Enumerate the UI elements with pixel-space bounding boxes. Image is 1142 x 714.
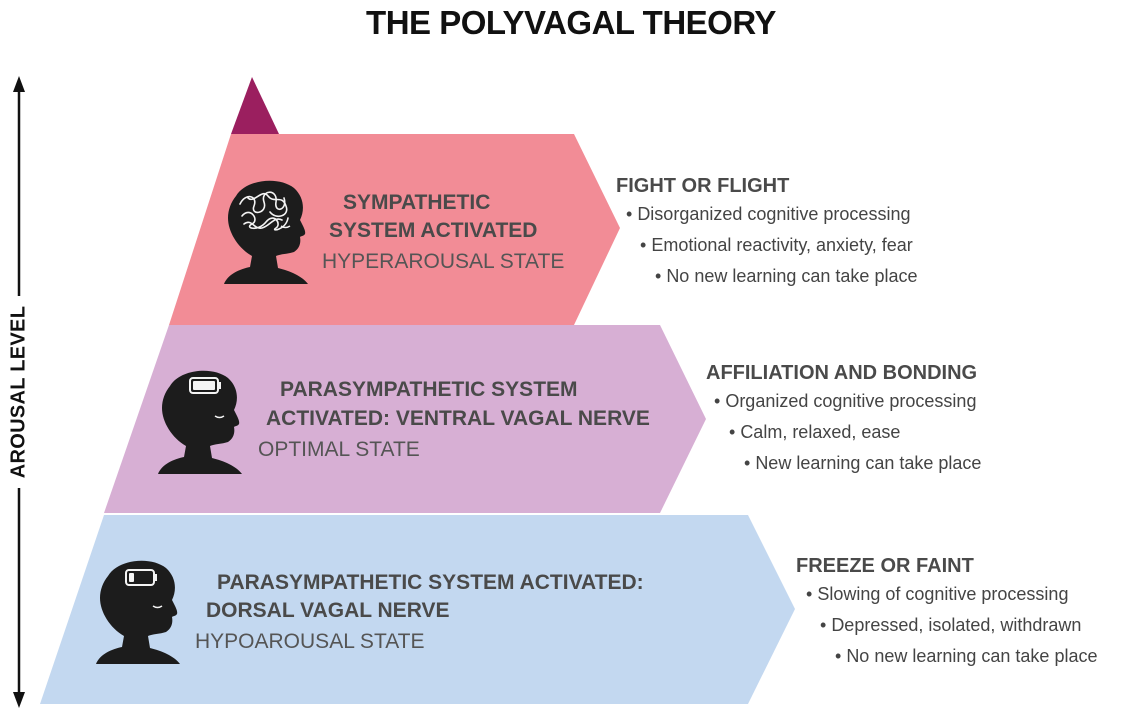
arrow-up-icon: [13, 76, 25, 92]
tier-dorsal-band: [40, 515, 795, 704]
low-battery-head-icon: [96, 560, 180, 664]
bullet-item: • No new learning can take place: [655, 266, 918, 286]
arousal-axis: [13, 76, 25, 708]
full-battery-head-icon: [158, 370, 242, 474]
sympathetic-subtitle: HYPERAROUSAL STATE: [322, 250, 565, 273]
bullet-item: • Emotional reactivity, anxiety, fear: [640, 235, 913, 255]
dorsal-title-line2: DORSAL VAGAL NERVE: [206, 599, 450, 622]
fight-or-flight-heading: FIGHT OR FLIGHT: [616, 175, 790, 197]
ventral-subtitle: OPTIMAL STATE: [258, 438, 420, 461]
affiliation-and-bonding-heading: AFFILIATION AND BONDING: [706, 362, 978, 384]
bullet-item: • Calm, relaxed, ease: [729, 422, 901, 442]
sympathetic-title-line2: SYSTEM ACTIVATED: [329, 219, 538, 242]
bullet-item: • No new learning can take place: [835, 646, 1098, 666]
bullet-item: • Depressed, isolated, withdrawn: [820, 615, 1082, 635]
bullet-item: • Disorganized cognitive processing: [626, 204, 911, 224]
bullet-item: • Organized cognitive processing: [714, 391, 977, 411]
freeze-or-faint-heading: FREEZE OR FAINT: [796, 555, 974, 577]
ventral-title-line2: ACTIVATED: VENTRAL VAGAL NERVE: [266, 407, 650, 430]
ventral-title-line1: PARASYMPATHETIC SYSTEM: [280, 378, 578, 401]
arousal-level-label: AROUSAL LEVEL: [7, 305, 30, 479]
dorsal-subtitle: HYPOAROUSAL STATE: [195, 630, 425, 653]
bullet-item: • New learning can take place: [744, 453, 982, 473]
arrow-down-icon: [13, 692, 25, 708]
diagram-title: THE POLYVAGAL THEORY: [366, 4, 776, 41]
bullet-item: • Slowing of cognitive processing: [806, 584, 1069, 604]
pyramid-apex: [231, 77, 279, 134]
tangled-brain-head-icon: [224, 180, 308, 284]
dorsal-title-line1: PARASYMPATHETIC SYSTEM ACTIVATED:: [217, 571, 644, 594]
sympathetic-title-line1: SYMPATHETIC: [343, 191, 491, 214]
tier-ventral-band: [104, 325, 706, 513]
